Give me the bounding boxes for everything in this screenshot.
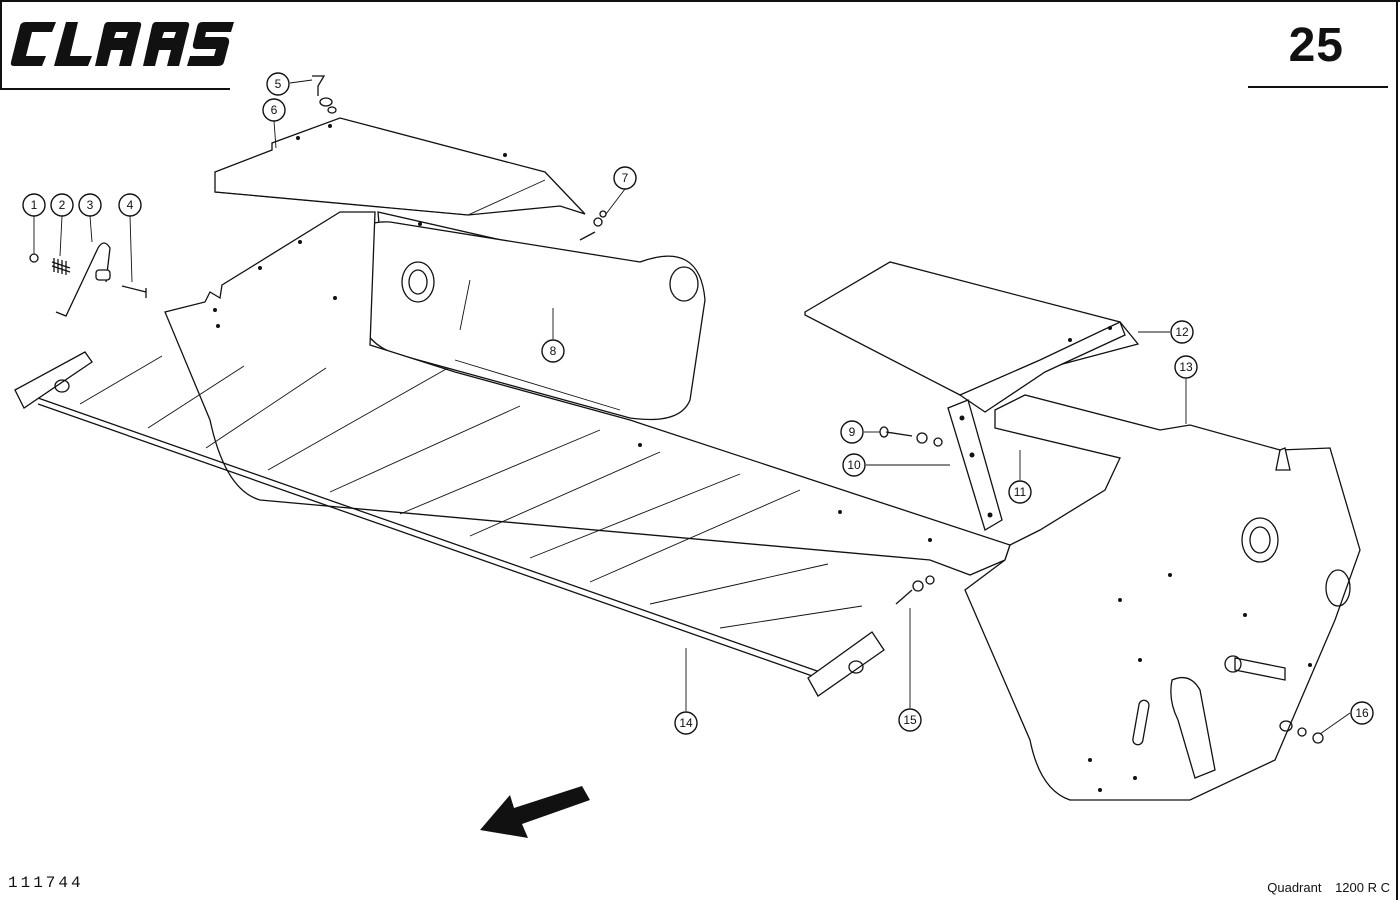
callout-12: 12 bbox=[1170, 320, 1194, 344]
leader-lines bbox=[33, 79, 1351, 735]
callout-11: 11 bbox=[1008, 480, 1032, 504]
claas-logo bbox=[10, 22, 234, 66]
callout-6: 6 bbox=[262, 98, 286, 122]
svg-text:12: 12 bbox=[1175, 325, 1189, 339]
callout-13: 13 bbox=[1174, 355, 1198, 379]
svg-text:13: 13 bbox=[1179, 360, 1193, 374]
svg-text:7: 7 bbox=[622, 171, 629, 185]
page-number-underline bbox=[1248, 86, 1388, 88]
callout-2: 2 bbox=[50, 193, 74, 217]
callout-9: 9 bbox=[840, 420, 864, 444]
logo-underline bbox=[0, 88, 230, 90]
frame-right-border bbox=[1396, 0, 1398, 900]
callout-15: 15 bbox=[898, 708, 922, 732]
left-drum-housing bbox=[353, 221, 706, 421]
upright-bracket bbox=[947, 399, 1003, 531]
callout-7: 7 bbox=[613, 166, 637, 190]
frame-left-border bbox=[0, 0, 2, 90]
bolt-and-washers bbox=[312, 75, 1324, 744]
right-cover-plate bbox=[804, 261, 1140, 413]
svg-text:10: 10 bbox=[847, 458, 861, 472]
left-side-wall bbox=[164, 211, 1011, 576]
callout-10: 10 bbox=[842, 453, 866, 477]
callout-8: 8 bbox=[541, 339, 565, 363]
model-variant: 1200 R C bbox=[1335, 880, 1390, 895]
callout-3: 3 bbox=[78, 193, 102, 217]
callout-5: 5 bbox=[266, 72, 290, 96]
callout-4: 4 bbox=[118, 193, 142, 217]
svg-text:8: 8 bbox=[550, 344, 557, 358]
tine-rake-assembly bbox=[14, 351, 885, 697]
svg-text:4: 4 bbox=[127, 198, 134, 212]
right-side-wall bbox=[964, 394, 1361, 801]
svg-text:1: 1 bbox=[31, 198, 38, 212]
frame-top-border bbox=[0, 0, 1400, 2]
upper-cover-plate bbox=[214, 117, 586, 216]
callout-14: 14 bbox=[674, 711, 698, 735]
spring-clip-parts bbox=[29, 242, 147, 317]
direction-arrow-icon bbox=[480, 786, 590, 838]
svg-text:11: 11 bbox=[1014, 485, 1027, 499]
model-designation: Quadrant 1200 R C bbox=[1257, 880, 1390, 895]
svg-text:3: 3 bbox=[87, 198, 94, 212]
svg-text:2: 2 bbox=[59, 198, 66, 212]
drawing-number: 111744 bbox=[8, 874, 84, 892]
callout-1: 1 bbox=[22, 193, 46, 217]
callout-16: 16 bbox=[1350, 701, 1374, 725]
svg-text:6: 6 bbox=[271, 103, 278, 117]
svg-text:9: 9 bbox=[849, 425, 856, 439]
svg-text:15: 15 bbox=[903, 713, 917, 727]
page-number: 25 bbox=[1288, 19, 1344, 72]
svg-text:14: 14 bbox=[679, 716, 693, 730]
svg-text:5: 5 bbox=[275, 77, 282, 91]
svg-text:16: 16 bbox=[1355, 706, 1369, 720]
model-name: Quadrant bbox=[1267, 880, 1322, 895]
